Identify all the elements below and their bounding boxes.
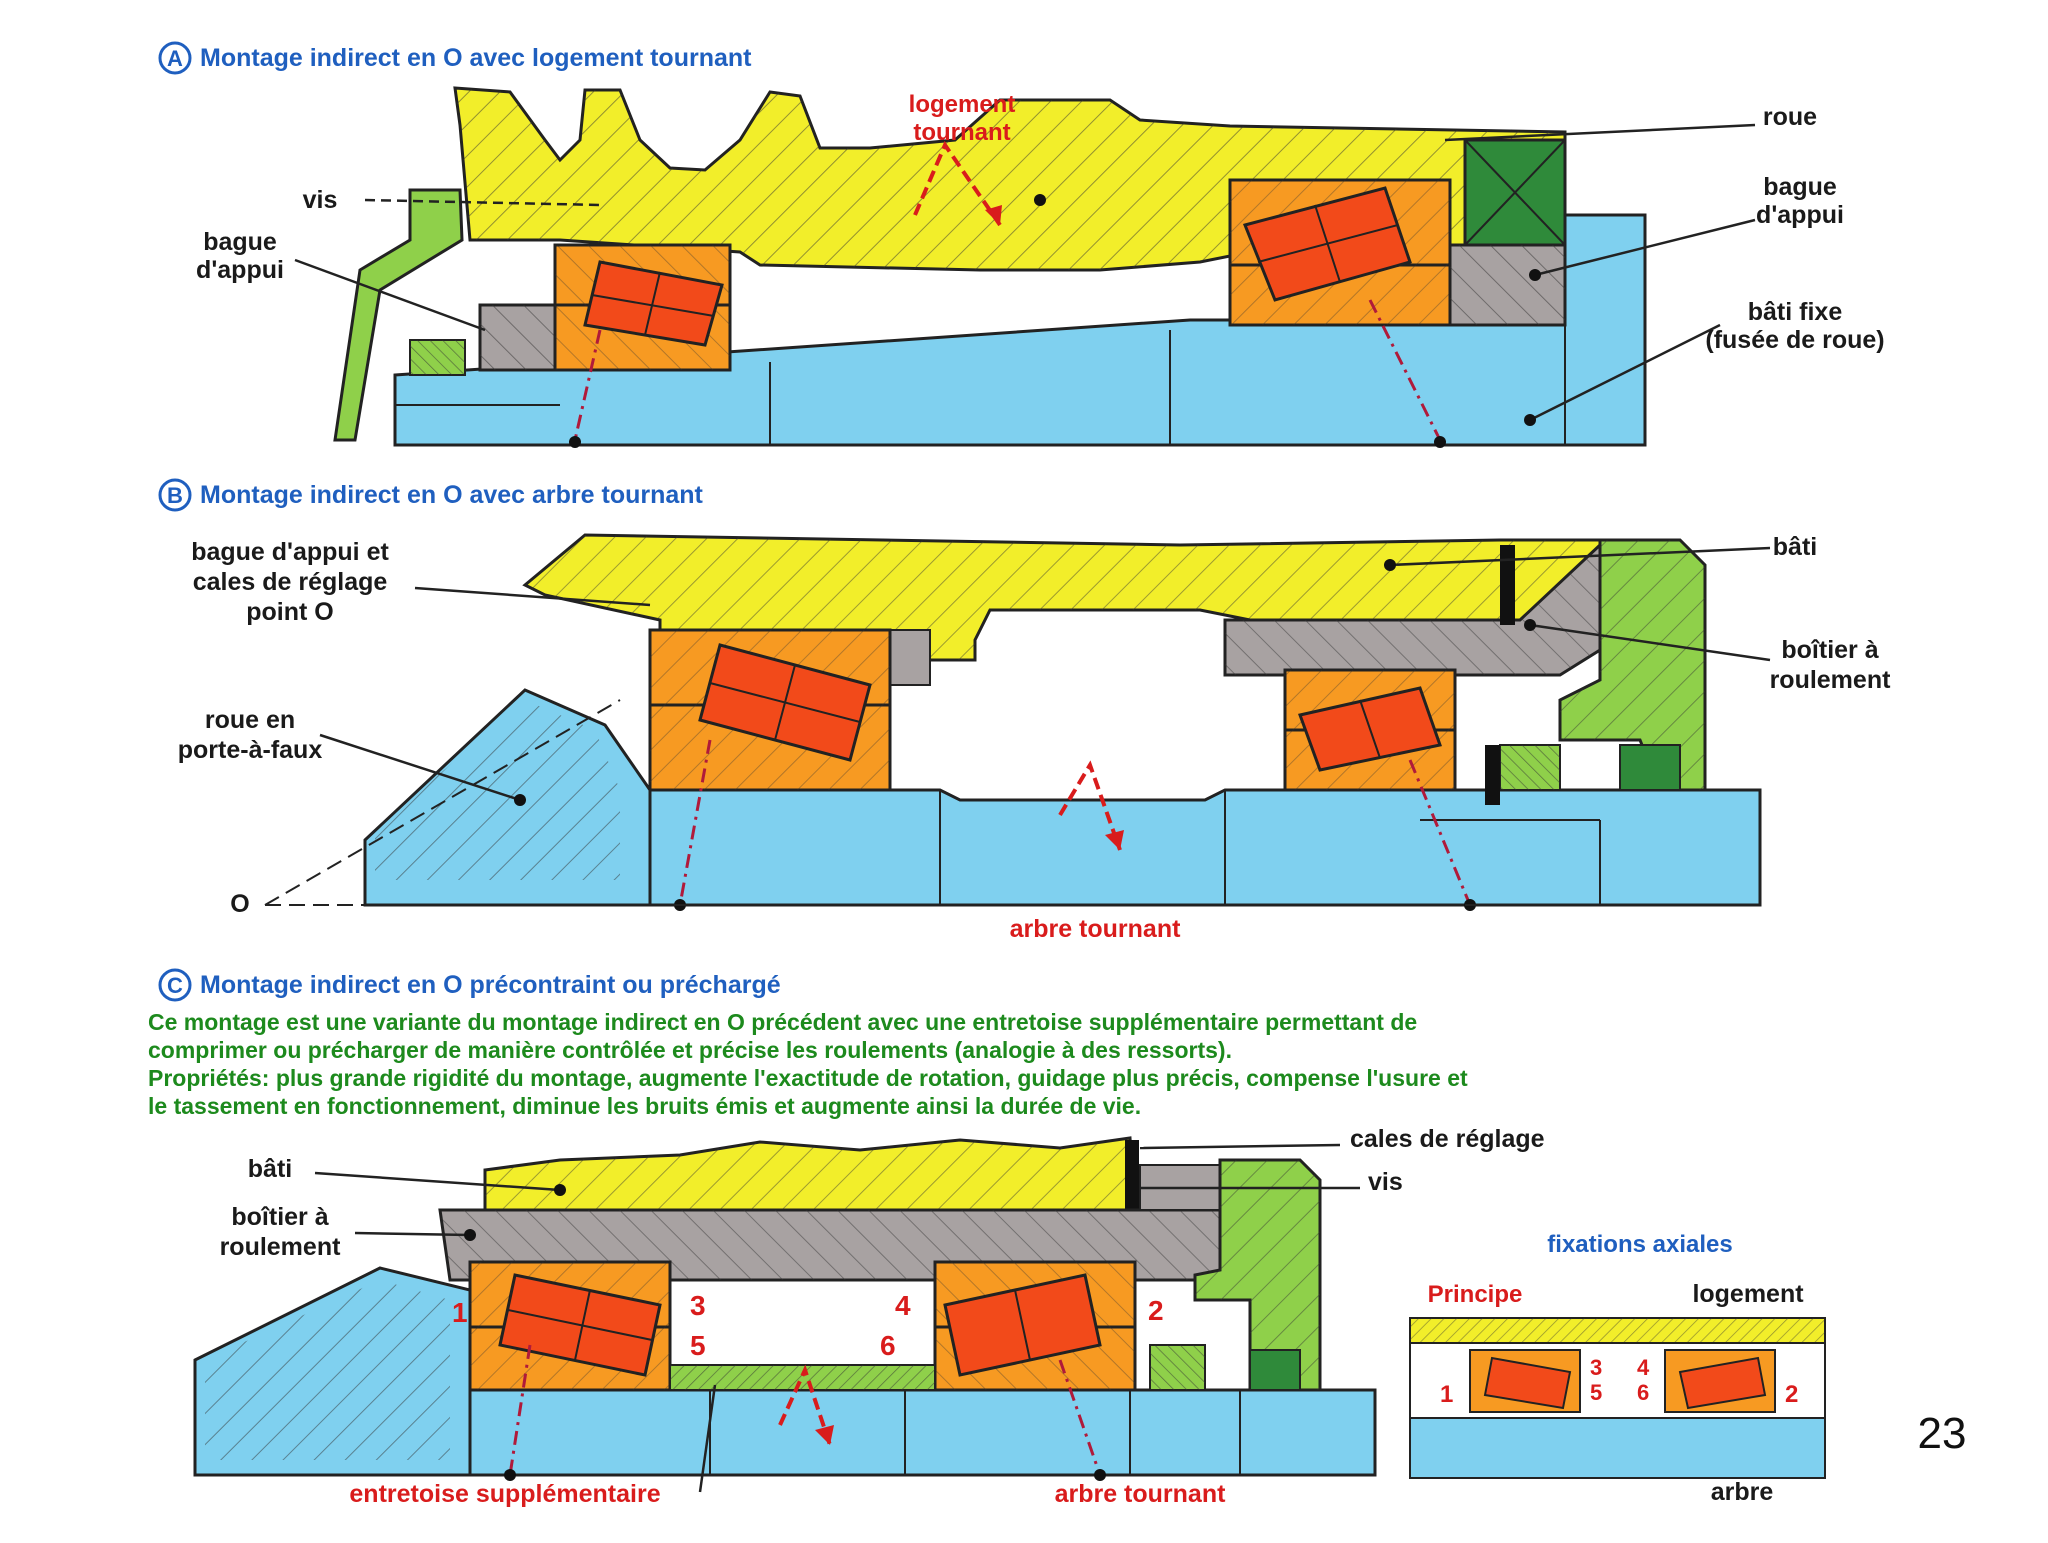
- inset-num-5: 5: [1590, 1380, 1602, 1405]
- section-c-num-6: 6: [880, 1330, 896, 1361]
- section-c-properties-1: plus grande rigidité du montage, augment…: [269, 1065, 1468, 1091]
- section-a-letter: A: [167, 46, 183, 71]
- section-b-label-roue-2: porte-à-faux: [178, 736, 323, 764]
- section-b-label-boitier-1: boîtier à: [1781, 636, 1878, 664]
- section-b-title: Montage indirect en O avec arbre tournan…: [200, 481, 704, 509]
- inset-title: fixations axiales: [1547, 1231, 1732, 1258]
- section-b-label-roue-1: roue en: [205, 706, 295, 734]
- section-b-label-boitier-2: roulement: [1770, 666, 1892, 694]
- section-c-green-cover: [1149, 1158, 1322, 1392]
- section-a-label-bati-1: bâti fixe: [1748, 298, 1843, 326]
- section-c-description-1: Ce montage est une variante du montage i…: [148, 1009, 1417, 1035]
- section-b-label-bague-1: bague d'appui et: [191, 538, 389, 566]
- page-number: 23: [1918, 1409, 1967, 1458]
- inset-num-3: 3: [1590, 1355, 1602, 1380]
- section-a-badge: [158, 41, 192, 75]
- section-a-label-bati-2: (fusée de roue): [1705, 326, 1884, 354]
- section-b-label-arbre: arbre tournant: [1010, 915, 1182, 943]
- section-a-label-roue: roue: [1763, 103, 1817, 131]
- inset-num-4: 4: [1637, 1355, 1650, 1380]
- section-a-label-logement-1: logement: [909, 91, 1016, 118]
- section-c-label-arbre: arbre tournant: [1055, 1480, 1227, 1508]
- section-b-overhung-wheel: [363, 688, 652, 907]
- section-a-right-bearing: [1228, 178, 1567, 327]
- section-a-cap: [333, 188, 464, 442]
- inset-num-2: 2: [1785, 1381, 1798, 1408]
- section-c-num-3: 3: [690, 1290, 706, 1321]
- section-c-num-1: 1: [452, 1297, 468, 1328]
- section-a-title: Montage indirect en O avec logement tour…: [200, 44, 752, 72]
- section-c-shaft: [468, 1388, 1377, 1477]
- section-c-properties: Propriétés: plus grande rigidité du mont…: [148, 1065, 1468, 1091]
- section-c-title: Montage indirect en O précontraint ou pr…: [200, 971, 781, 999]
- section-c-frame: [483, 1136, 1139, 1212]
- section-c-badge: [158, 968, 192, 1002]
- section-a-label-vis: vis: [303, 186, 338, 214]
- section-c-description-2: comprimer ou précharger de manière contr…: [148, 1037, 1232, 1063]
- section-b-letter: B: [167, 483, 183, 508]
- inset-num-1: 1: [1440, 1381, 1453, 1408]
- section-c-right-bearing: [933, 1260, 1137, 1392]
- inset-shaft: [1409, 1417, 1826, 1479]
- section-a: A Montage indirect en O avec logement to…: [158, 41, 1885, 448]
- section-b-label-bague-2: cales de réglage: [193, 568, 388, 596]
- section-c-label-entretoise: entretoise supplémentaire: [349, 1480, 660, 1508]
- inset-label-logement: logement: [1692, 1280, 1804, 1308]
- section-c-left-bearing: [468, 1260, 672, 1392]
- section-b-badge: [158, 478, 192, 512]
- section-c-label-cales: cales de réglage: [1350, 1125, 1545, 1153]
- section-c-properties-2: le tassement en fonctionnement, diminue …: [148, 1093, 1141, 1119]
- section-c-inset: fixations axiales Principe logement 1 3 …: [1409, 1231, 1826, 1506]
- section-c-num-2: 2: [1148, 1295, 1164, 1326]
- section-c-properties-label: Propriétés:: [148, 1065, 269, 1091]
- section-b-label-point-o: O: [230, 890, 249, 918]
- section-a-label-logement-2: tournant: [913, 119, 1010, 146]
- section-c-letter: C: [167, 973, 183, 998]
- section-b-rotating-shaft: [648, 788, 1762, 907]
- section-b-left-bearing: [648, 628, 892, 792]
- section-b-label-bague-3: point O: [246, 598, 333, 626]
- inset-label-principe: Principe: [1428, 1281, 1523, 1308]
- section-c-num-4: 4: [895, 1290, 911, 1321]
- section-b-label-bati: bâti: [1773, 533, 1817, 561]
- inset-label-arbre: arbre: [1711, 1478, 1774, 1506]
- section-a-label-bague-right-2: d'appui: [1756, 201, 1844, 229]
- section-a-label-bague-right-1: bague: [1763, 173, 1837, 201]
- section-b-right-bearing: [1283, 668, 1457, 792]
- section-a-label-bague-left-1: bague: [203, 228, 277, 256]
- section-b-green-cover: [1485, 538, 1707, 805]
- inset-num-6: 6: [1637, 1380, 1649, 1405]
- section-c-label-vis: vis: [1368, 1168, 1403, 1196]
- section-c-label-boitier-2: roulement: [220, 1233, 342, 1261]
- section-b: B Montage indirect en O avec arbre tourn…: [158, 478, 1892, 943]
- section-c-wheel: [193, 1266, 472, 1477]
- section-c: C Montage indirect en O précontraint ou …: [148, 968, 1826, 1508]
- section-c-label-bati: bâti: [248, 1155, 292, 1183]
- section-c-num-5: 5: [690, 1330, 706, 1361]
- section-a-label-bague-left-2: d'appui: [196, 256, 284, 284]
- section-c-label-boitier-1: boîtier à: [231, 1203, 328, 1231]
- section-a-left-bearing: [478, 243, 732, 372]
